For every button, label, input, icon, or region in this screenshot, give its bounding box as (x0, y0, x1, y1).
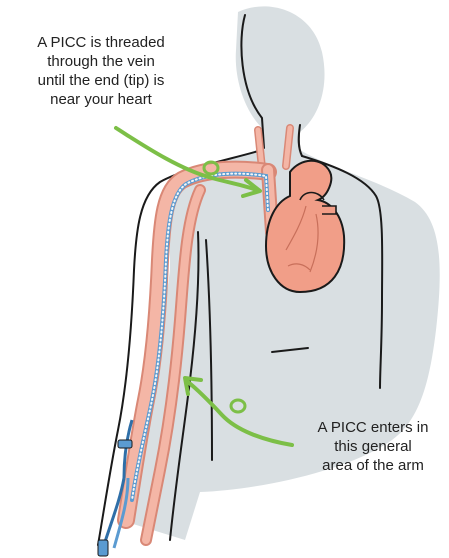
annotation-top-line: until the end (tip) is (6, 71, 196, 90)
annotation-top-line: through the vein (6, 52, 196, 71)
annotation-top: A PICC is threaded through the vein unti… (6, 33, 196, 109)
annotation-bottom-line: A PICC enters in (300, 418, 446, 437)
annotation-top-line: near your heart (6, 90, 196, 109)
annotation-bottom-line: this general (300, 437, 446, 456)
annotation-top-line: A PICC is threaded (6, 33, 196, 52)
annotation-bottom: A PICC enters in this general area of th… (300, 418, 446, 475)
annotation-bottom-line: area of the arm (300, 456, 446, 475)
